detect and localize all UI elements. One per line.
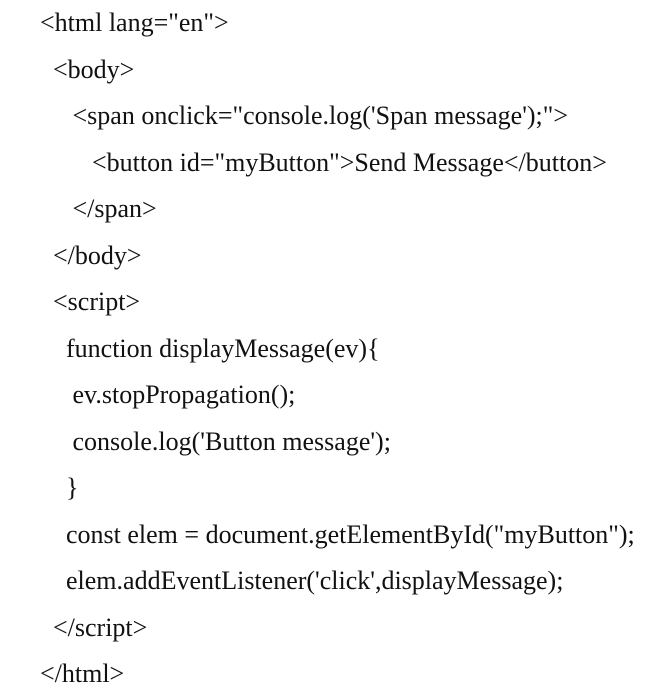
code-line: </body>: [40, 240, 142, 270]
code-line: </span>: [40, 194, 157, 223]
code-line: console.log('Button message');: [40, 426, 391, 456]
code-line: </script>: [40, 612, 148, 642]
code-line: </html>: [40, 659, 125, 688]
code-line: <script>: [40, 287, 141, 316]
code-line: }: [40, 473, 79, 502]
code-line: function displayMessage(ev){: [40, 333, 380, 363]
code-listing: <html lang="en"> <body> <span onclick="c…: [40, 0, 646, 698]
code-line: <body>: [40, 54, 135, 84]
code-line: <html lang="en">: [40, 8, 229, 37]
code-line: <span onclick="console.log('Span message…: [40, 101, 569, 130]
code-line: const elem = document.getElementById("my…: [40, 519, 635, 549]
code-line: ev.stopPropagation();: [40, 380, 296, 409]
code-line: elem.addEventListener('click',displayMes…: [40, 566, 564, 595]
code-line: <button id="myButton">Send Message</butt…: [40, 147, 607, 177]
